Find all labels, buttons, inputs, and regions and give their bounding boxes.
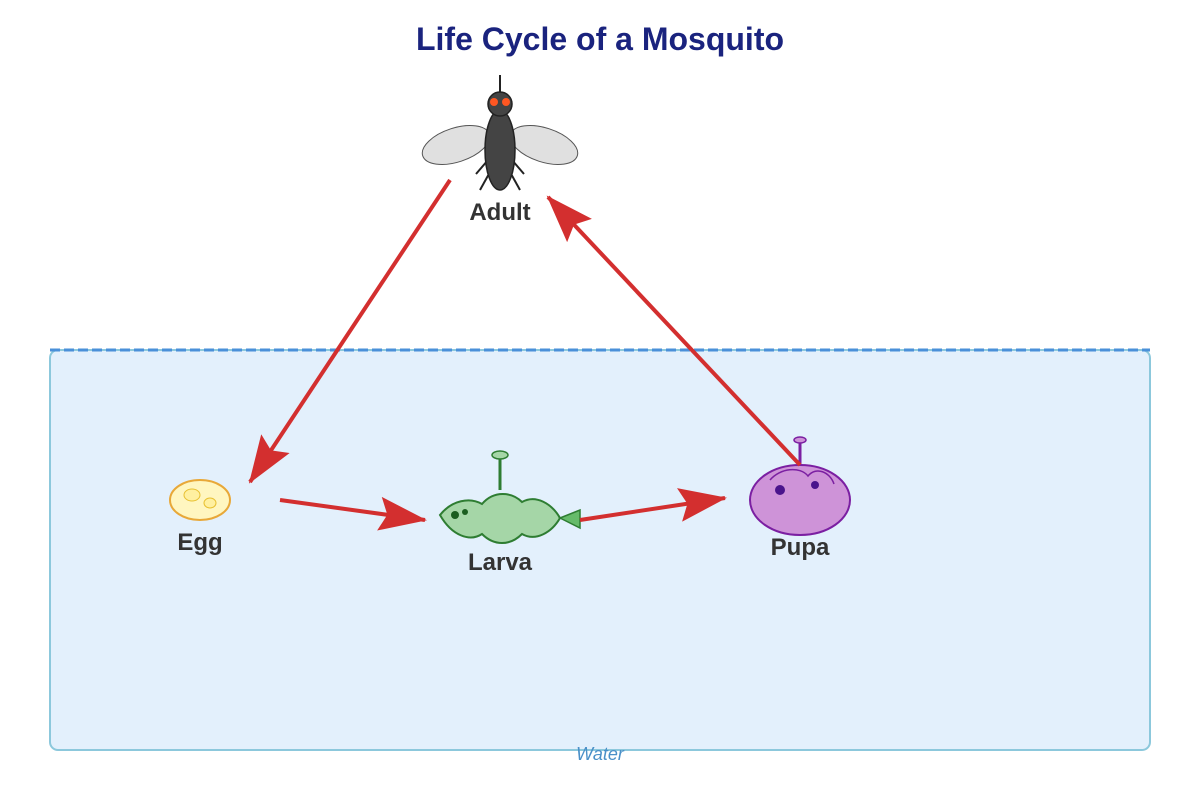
right-wing <box>509 125 579 165</box>
pupa-eye-2 <box>811 481 819 489</box>
adult-eye-left <box>490 98 498 106</box>
pupa-body <box>749 464 851 536</box>
pupa-eye-1 <box>775 485 785 495</box>
adult-mosquito-icon <box>421 75 579 191</box>
arrow-egg-to-larva <box>279 496 427 531</box>
arrow-pupa-to-adult <box>546 195 802 467</box>
egg-label: Egg <box>177 529 222 556</box>
egg-spot-2 <box>203 497 217 509</box>
adult-eye-right <box>502 98 510 106</box>
adult-label: Adult <box>469 199 530 226</box>
larva-label: Larva <box>468 549 533 576</box>
larva-icon <box>438 450 581 544</box>
pupa-curl <box>769 468 835 485</box>
left-wing <box>421 125 491 165</box>
larva-spot <box>462 509 468 515</box>
egg-spot-1 <box>183 488 201 502</box>
pupa-trumpet-tip <box>793 436 807 444</box>
egg-icon <box>169 479 231 521</box>
larva-eye <box>451 511 459 519</box>
water-region: Water <box>49 348 1151 764</box>
water-label: Water <box>576 744 625 764</box>
larva-siphon-tip <box>491 450 509 460</box>
egg-shell <box>169 479 231 521</box>
diagram-title: Life Cycle of a Mosquito <box>416 21 784 57</box>
pupa-label: Pupa <box>771 534 830 561</box>
arrow-adult-to-egg <box>248 178 452 484</box>
cycle-arrows <box>248 178 802 531</box>
adult-body <box>484 109 516 191</box>
arrow-larva-to-pupa <box>579 488 727 522</box>
